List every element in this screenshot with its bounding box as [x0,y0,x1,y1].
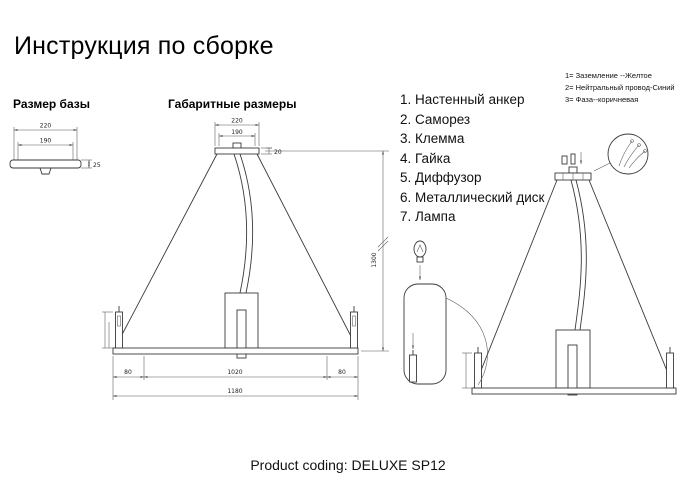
assembly-drawing [403,133,677,396]
parts-list-item: 1. Настенный анкер [400,92,525,107]
parts-list-item: 3. Клемма [400,131,465,146]
dim-label: 220 [231,118,243,125]
dim-label: 190 [231,129,243,136]
parts-list-item: 6. Металлический диск [400,189,545,205]
parts-list-item: 2. Саморез [400,111,471,127]
dim-label: 80 [338,369,346,376]
parts-list-item: 4. Гайка [400,150,451,166]
dim-label: 80 [124,369,132,376]
wire-legend-item: 1= Заземление --Желтое [565,71,652,80]
parts-list-item: 7. Лампа [400,209,456,224]
overall-dimensions-label: Габаритные размеры [168,97,297,111]
wire-legend-item: 2= Нейтральный провод-Синий [565,83,675,92]
base-size-label: Размер базы [13,97,90,111]
dim-label: 1300 [371,252,378,267]
product-coding: Product coding: DELUXE SP12 [250,457,446,473]
dim-label: 190 [40,138,52,145]
wire-legend-item: 3= Фаза--коричневая [565,95,639,104]
dim-label: 1180 [227,388,242,395]
parts-list: 1. Настенный анкер 2. Саморез 3. Клемма … [400,90,544,227]
dim-label: 220 [40,123,52,130]
dim-label: 20 [274,149,282,156]
base-size-drawing: 220 190 25 [9,123,101,175]
dim-label: 25 [93,162,101,169]
parts-list-item: 5. Диффузор [400,170,482,185]
overall-dimensions-drawing: 220 190 20 [102,118,389,400]
dim-label: 1020 [227,369,242,376]
page-title: Инструкция по сборке [14,32,274,60]
wire-legend: 1= Заземление --Желтое 2= Нейтральный пр… [565,70,696,106]
